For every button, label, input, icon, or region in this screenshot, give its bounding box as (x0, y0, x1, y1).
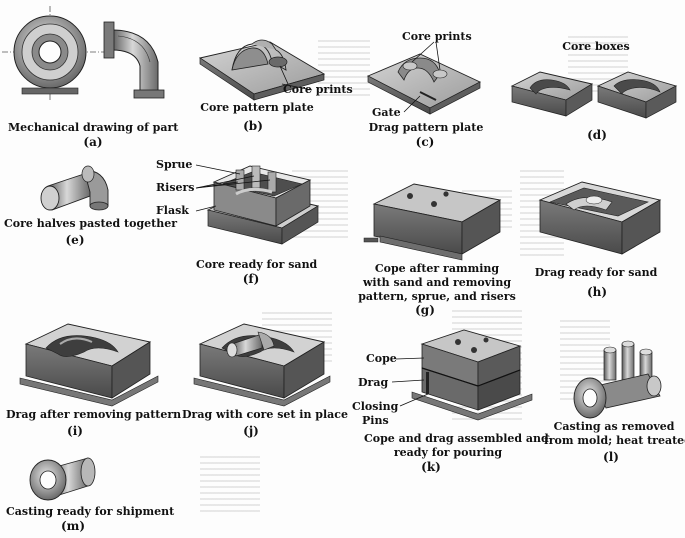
label-k-pins: Pins (362, 414, 389, 427)
caption-e: Core halves pasted together (4, 217, 178, 230)
caption-g-line1: Cope after ramming (374, 262, 500, 275)
letter-g: (g) (415, 303, 435, 317)
caption-k-line1: Cope and drag assembled and (364, 432, 549, 445)
label-f-flask: Flask (156, 204, 189, 217)
panel-g-cope (363, 183, 502, 261)
letter-h: (h) (586, 285, 608, 299)
letter-e: (e) (65, 233, 85, 247)
letter-i: (i) (67, 424, 83, 438)
label-b-core-prints: Core prints (283, 83, 353, 96)
letter-k: (k) (421, 460, 441, 474)
letter-j: (j) (243, 424, 259, 438)
panel-e-core (40, 165, 109, 211)
caption-m: Casting ready for shipment (6, 505, 175, 518)
letter-a: (a) (83, 135, 103, 149)
letter-d: (d) (587, 128, 607, 142)
letter-l: (l) (603, 450, 619, 464)
panel-a-drawing (2, 6, 165, 100)
panel-l-casting (573, 340, 662, 419)
label-k-closing: Closing (352, 400, 399, 413)
letter-f: (f) (242, 272, 260, 286)
caption-g-line2: with sand and removing (362, 276, 512, 289)
label-c-core-prints: Core prints (402, 30, 472, 43)
label-f-sprue: Sprue (156, 158, 193, 171)
background-text-bleed (318, 40, 370, 100)
caption-g-line3: pattern, sprue, and risers (358, 290, 516, 303)
panel-d-core-boxes (510, 71, 678, 119)
caption-j: Drag with core set in place (182, 408, 348, 421)
caption-d: Core boxes (562, 40, 630, 53)
caption-i: Drag after removing pattern (6, 408, 182, 421)
panel-c-drag-pattern-plate (366, 41, 482, 115)
panel-b-core-pattern-plate (198, 39, 326, 101)
background-text-bleed (200, 456, 260, 512)
caption-a: Mechanical drawing of part (8, 121, 179, 134)
panel-k-assembled-mold (391, 329, 533, 421)
panel-j-drag-core (193, 323, 331, 407)
label-c-gate: Gate (372, 106, 401, 119)
letter-c: (c) (415, 135, 435, 149)
panel-i-drag-open (19, 323, 159, 407)
caption-b: Core pattern plate (200, 101, 314, 114)
caption-h: Drag ready for sand (534, 266, 658, 279)
caption-c: Drag pattern plate (368, 121, 484, 134)
caption-l-line1: Casting as removed (553, 420, 675, 433)
caption-f: Core ready for sand (196, 258, 318, 271)
label-f-risers: Risers (156, 181, 195, 194)
panel-f-flask (195, 164, 320, 245)
caption-k-line2: ready for pouring (393, 446, 503, 459)
panel-m-finished-casting (29, 457, 96, 501)
panel-h-drag (538, 181, 662, 255)
caption-l-line2: from mold; heat treated (544, 434, 685, 447)
letter-m: (m) (60, 519, 86, 533)
letter-b: (b) (243, 119, 263, 133)
label-k-cope: Cope (366, 352, 397, 365)
label-k-drag: Drag (358, 376, 389, 389)
